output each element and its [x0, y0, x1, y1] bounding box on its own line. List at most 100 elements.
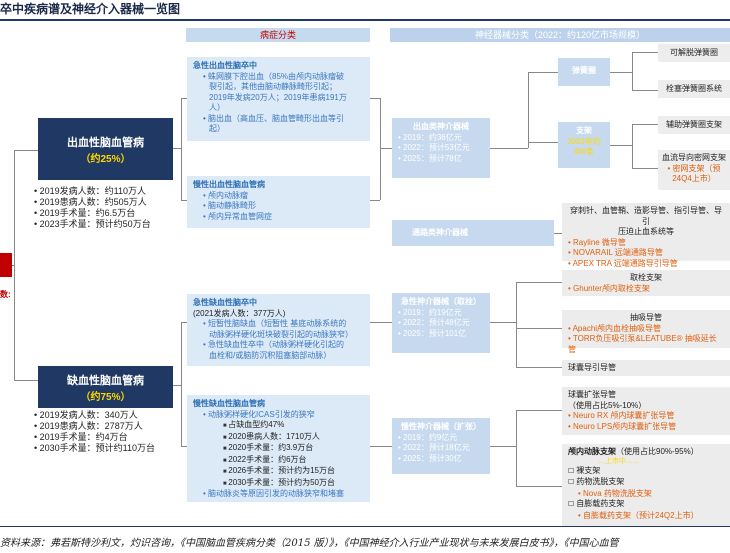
connector — [370, 98, 380, 99]
box-line: ■ 2030手术量：预计约为50万台 — [223, 477, 335, 487]
stat-line: • 2019发病人数：约110万人 — [34, 186, 147, 196]
connector — [632, 90, 658, 91]
connector — [490, 446, 516, 447]
header-device-classification: 神经器械分类（2022：约120亿市场规模） — [390, 28, 730, 42]
connector — [632, 52, 633, 90]
box-line: 人） — [209, 103, 225, 112]
connector — [490, 148, 528, 149]
box-line: ■ 占缺血型约47% — [223, 420, 285, 429]
box-line: • 脑出血（高血压、脑血管畸形出血等引 — [203, 113, 345, 123]
box-title: 取栓支架 — [630, 273, 662, 282]
box-title: 出血类神介器械 — [413, 122, 469, 131]
ischemic-category-box: 缺血性脑血管病 （约75%） — [38, 366, 173, 408]
stat-line: • 2019手术量：约4万台 — [34, 432, 128, 442]
connector — [370, 322, 392, 323]
box-sub: （使用占比5%-10%） — [568, 400, 647, 410]
intracranial-stent-box: 颅内动脉支架（使用占比90%-95%） …上市中…… ☐ 裸支架 ☐ 药物洗脱支… — [562, 444, 730, 526]
connector — [181, 98, 187, 99]
stent-box: 支架 2022年约 4W条 — [558, 122, 610, 168]
hemorrhagic-category-box: 出血性脑血管病 （约25%） — [38, 118, 173, 180]
connector — [173, 148, 181, 149]
connector — [14, 380, 38, 381]
box-title: 急性缺血性脑卒中 — [193, 298, 257, 307]
box-line: ■ 2020手术量：约3.9万台 — [223, 443, 314, 452]
connector — [516, 282, 517, 367]
connector — [632, 168, 658, 169]
ischemic-pct: （约75%） — [80, 392, 131, 403]
box-line: 2019年发病20万人；2019年患病191万 — [209, 92, 347, 102]
acute-hemorrhagic-box: 急性出血性脑卒中 • 蛛网膜下腔出血（85%由颅内动脉瘤破 裂引起，其他由脑动静… — [187, 57, 370, 141]
ischemic-stats: • 2019发病人数：340万人 • 2019患病人数：2787万人 • 201… — [34, 410, 155, 454]
connector — [528, 142, 558, 143]
stat-line: • 2019患病人数：2787万人 — [34, 421, 143, 431]
connector — [173, 385, 181, 386]
connector — [516, 486, 562, 487]
box-line: 血栓和/或脑防沉积阻塞脑部动脉） — [209, 350, 332, 360]
page-title: 卒中疾病谱及神经介入器械一览图 — [0, 2, 181, 16]
box-line: • 颅内异常血管网症 — [203, 211, 273, 221]
connector — [528, 72, 558, 73]
connector — [370, 446, 392, 447]
box-line: • 急性缺血性卒中（动脉粥样硬化引起的 — [203, 340, 345, 349]
box-item: • Apachi颅内血栓抽吸导管 — [568, 323, 662, 333]
connector — [14, 150, 38, 151]
box-line: ☐ 裸支架 — [568, 465, 601, 475]
connector — [554, 233, 562, 234]
acute-ischemic-box: 急性缺血性脑卒中 (2021发病人数：377万人) • 短暂性脑缺血（短暂性 基… — [187, 294, 370, 366]
connector — [516, 410, 562, 411]
chronic-hemorrhagic-box: 慢性出血性脑血管病 • 颅内动脉瘤 • 脑动静脉畸形 • 颅内异常血管网症 — [187, 176, 370, 228]
connector — [516, 410, 517, 486]
box-line: ■ 2022手术量：约6万台 — [223, 454, 307, 464]
access-list-box: 穿刺针、血管鞘、造影导管、指引导管、导引 压迫止血系统等 • Rayline 微… — [562, 203, 730, 268]
box-title: 急性出血性脑卒中 — [193, 61, 257, 70]
connector — [181, 322, 182, 446]
box-line: ■ 2020患病人数：1710万人 — [223, 431, 320, 441]
access-line: 穿刺针、血管鞘、造影导管、指引导管、导引 — [570, 206, 722, 226]
stent-sub: 4W条 — [574, 147, 594, 156]
box-title: 球囊扩张导管 — [568, 390, 616, 399]
box-title: 球囊导引导管 — [568, 363, 616, 372]
box-title: 抽吸导管 — [630, 313, 662, 322]
stent-label: 支架 — [576, 126, 592, 135]
root-label: 数: — [0, 290, 11, 299]
box-line: • 2022：预计48亿元 — [398, 318, 470, 327]
hemorrhagic-name: 出血性脑血管病 — [67, 137, 144, 149]
box-line: • 2019：约9亿元 — [398, 432, 458, 442]
box-line: (2021发病人数：377万人) — [193, 308, 286, 318]
box-line: • 脑动静脉畸形 — [203, 201, 257, 210]
balloon-dilation-box: 球囊扩张导管 （使用占比5%-10%） • Neuro RX 颅内球囊扩张导管 … — [562, 387, 730, 435]
access-item: • APEX TRA 远端通路导引导管 — [568, 258, 678, 268]
box-item: • Nova 药物洗脱支架 — [578, 488, 652, 498]
connector — [380, 98, 381, 200]
box-title: 通路类神介器械 — [412, 228, 468, 237]
box-line: • 短暂性脑缺血（短暂性 基底动脉系统的 — [203, 319, 347, 328]
hemorrhagic-stats: • 2019发病人数：约110万人 • 2019患病人数：约505万人 • 20… — [34, 186, 151, 230]
box-line: • 2022：预计18亿元 — [398, 443, 470, 452]
stat-line: • 2030手术量：预计约110万台 — [34, 443, 156, 453]
chronic-ischemic-box: 慢性缺血性脑血管病 • 动脉粥样硬化ICAS引发的狭窄 ■ 占缺血型约47% ■… — [187, 395, 370, 502]
box-title: 急性神介器械（取栓） — [401, 297, 481, 306]
connector — [516, 282, 562, 283]
box-title: 颅内动脉支架（使用占比90%-95%） — [568, 447, 699, 456]
coil-type-embolization: 栓塞弹簧圈系统 — [658, 80, 730, 98]
connector — [610, 145, 632, 146]
flow-note: 24Q4上市） — [672, 174, 716, 183]
box-line: • 颅内动脉瘤 — [203, 190, 249, 200]
connector — [181, 446, 187, 447]
box-line: ■ 2026手术量：预计约为15万台 — [223, 466, 335, 475]
box-line: ☐ 自膨载药支架 — [568, 499, 625, 508]
connector — [632, 124, 658, 125]
root-node — [0, 253, 12, 277]
stat-line: • 2019手术量：约6.5万台 — [34, 208, 136, 218]
box-item: • Ghunter颅内取栓支架 — [568, 283, 650, 293]
ischemic-name: 缺血性脑血管病 — [67, 375, 144, 387]
box-hint: …上市中…… — [598, 457, 640, 465]
balloon-guide-box: 球囊导引导管 — [562, 360, 730, 376]
box-line: • 2025：预计78亿 — [398, 153, 462, 163]
access-item: • NOVARAIL 远端通路导管 — [568, 248, 663, 257]
flow-label: 血流导向密网支架 — [662, 153, 726, 162]
hemorrhagic-pct: （约25%） — [80, 154, 131, 165]
box-line: • 2019：约36亿元 — [398, 132, 462, 142]
access-devices-box: 通路类神介器械 — [392, 220, 554, 246]
stent-sub: 2022年约 — [567, 136, 601, 146]
